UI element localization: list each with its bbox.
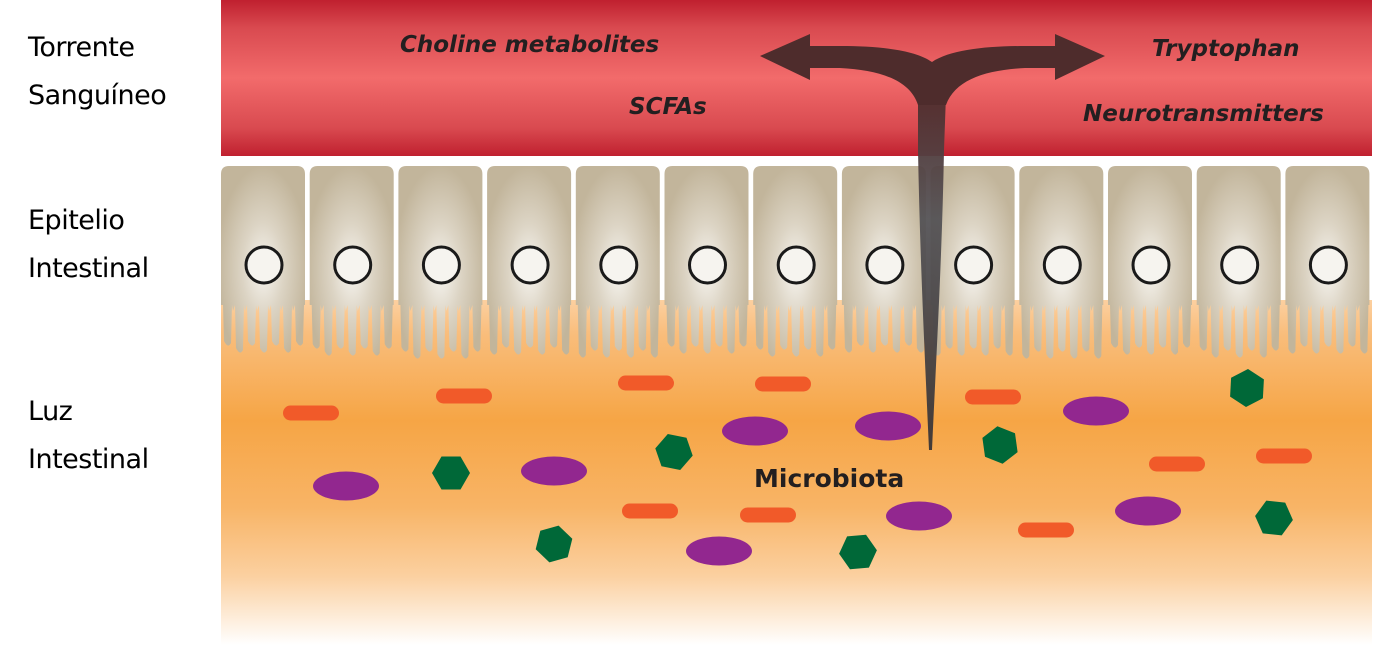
epithelial-cell (575, 166, 660, 358)
cell-nucleus-icon (1131, 245, 1171, 285)
bloodstream-label: Torrente Sanguíneo (28, 24, 167, 120)
arrow-branches-icon (760, 34, 1105, 105)
cell-nucleus-icon (1042, 245, 1082, 285)
lumen-label-line1: Luz (28, 396, 73, 427)
cell-nucleus-icon (421, 245, 461, 285)
hexagonal-microbe-icon (982, 426, 1018, 464)
cell-nucleus-icon (688, 245, 727, 285)
bloodstream-label-line1: Torrente (28, 32, 135, 63)
rod-bacterium-icon (1256, 448, 1312, 464)
epithelium-label: Epitelio Intestinal (28, 197, 149, 293)
cell-nucleus-icon (1308, 245, 1348, 285)
metabolite-scfas: SCFAs (629, 94, 707, 120)
epithelial-cell (1285, 166, 1370, 354)
cell-nucleus-icon (333, 245, 373, 285)
epithelium-label-line1: Epitelio (28, 205, 125, 236)
oval-bacterium-icon (313, 471, 379, 501)
oval-bacterium-icon (686, 536, 752, 566)
rod-bacterium-icon (755, 376, 811, 392)
cell-nucleus-icon (510, 245, 550, 285)
rod-bacterium-icon (740, 507, 796, 523)
epithelial-cells (221, 166, 1370, 359)
oval-bacterium-icon (722, 416, 788, 446)
oval-bacterium-icon (886, 501, 952, 531)
oval-bacterium-icon (855, 411, 921, 441)
epithelial-cell (1019, 166, 1104, 359)
rod-bacterium-icon (1149, 456, 1205, 472)
epithelial-cell (487, 166, 572, 355)
transport-arrow (760, 34, 1105, 450)
cell-nucleus-icon (599, 245, 639, 285)
metabolite-tryptophan: Tryptophan (1152, 36, 1300, 62)
epithelial-cell (398, 166, 483, 359)
rod-bacterium-icon (283, 405, 339, 421)
epithelium-label-line2: Intestinal (28, 253, 149, 284)
microbiota-organisms (283, 369, 1312, 570)
epithelial-cell (930, 166, 1015, 356)
epithelial-cell (841, 166, 926, 353)
hexagonal-microbe-icon (1255, 500, 1293, 536)
hexagonal-microbe-icon (535, 525, 573, 563)
cell-nucleus-icon (865, 245, 905, 285)
epithelial-cell (1196, 166, 1281, 358)
metabolite-neurotransmitters: Neurotransmitters (1083, 101, 1324, 127)
rod-bacterium-icon (436, 388, 492, 404)
oval-bacterium-icon (1115, 496, 1181, 526)
lumen-label-line2: Intestinal (28, 444, 149, 475)
metabolite-choline: Choline metabolites (400, 32, 659, 58)
cell-nucleus-icon (244, 245, 284, 285)
rod-bacterium-icon (618, 375, 674, 391)
bloodstream-vessel (221, 0, 1372, 156)
cell-nucleus-icon (776, 245, 816, 285)
hexagonal-microbe-icon (432, 456, 470, 490)
arrow-stem (918, 95, 946, 450)
microbiota-label: Microbiota (754, 464, 904, 493)
cell-nucleus-icon (954, 245, 994, 285)
rod-bacterium-icon (622, 503, 678, 519)
rod-bacterium-icon (965, 389, 1021, 405)
epithelial-cell (221, 166, 305, 353)
oval-bacterium-icon (521, 456, 587, 486)
intestinal-lumen (221, 300, 1372, 645)
bloodstream-label-line2: Sanguíneo (28, 80, 167, 111)
epithelial-cell (664, 166, 749, 354)
lumen-label: Luz Intestinal (28, 388, 149, 484)
oval-bacterium-icon (1063, 396, 1129, 426)
hexagonal-microbe-icon (839, 534, 877, 570)
epithelial-cell (753, 166, 838, 357)
hexagonal-microbe-icon (655, 434, 693, 470)
rod-bacterium-icon (1018, 522, 1074, 538)
cell-nucleus-icon (1220, 245, 1260, 285)
hexagonal-microbe-icon (1230, 369, 1264, 407)
epithelial-cell (1108, 166, 1192, 355)
epithelial-cell (309, 166, 394, 356)
